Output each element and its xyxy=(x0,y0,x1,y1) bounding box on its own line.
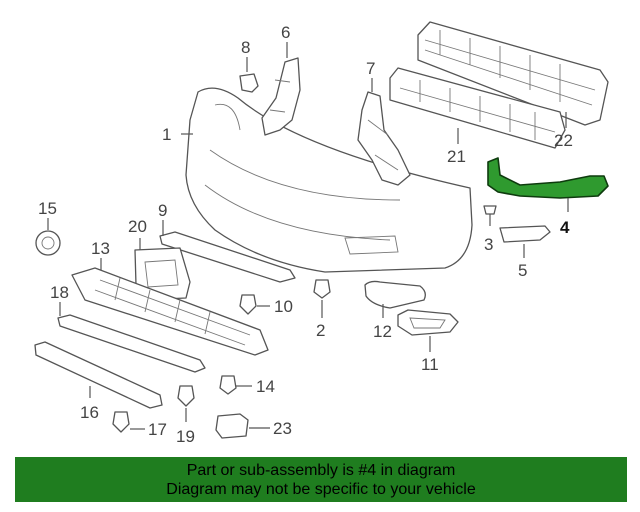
part-3-screw[interactable] xyxy=(483,205,497,226)
part-14-clip[interactable] xyxy=(219,375,237,395)
part-17-clip[interactable] xyxy=(112,411,130,433)
banner-line-part: Part or sub-assembly is #4 in diagram xyxy=(186,461,456,479)
part-8-clip[interactable] xyxy=(239,73,259,93)
part-12-fog-light-garnish[interactable] xyxy=(364,280,426,309)
callout-12: 12 xyxy=(373,322,392,341)
part-13-lower-grille[interactable] xyxy=(71,267,269,356)
part-info-banner: Part or sub-assembly is #4 in diagram Di… xyxy=(15,457,627,502)
callout-2: 2 xyxy=(316,321,325,340)
banner-line-disclaimer: Diagram may not be specific to your vehi… xyxy=(166,480,476,498)
callout-18: 18 xyxy=(50,283,69,302)
callout-1: 1 xyxy=(162,125,171,144)
part-1-bumper-cover[interactable] xyxy=(185,87,473,273)
callout-17: 17 xyxy=(148,420,167,439)
callout-4: 4 xyxy=(560,218,570,237)
part-11-fog-light-bezel[interactable] xyxy=(397,309,459,336)
callout-8: 8 xyxy=(241,38,250,57)
callout-10: 10 xyxy=(274,297,293,316)
part-15-fog-light-cap[interactable] xyxy=(35,230,61,256)
callout-15: 15 xyxy=(38,199,57,218)
leader-lines xyxy=(47,42,569,430)
callout-7: 7 xyxy=(366,59,375,78)
callout-20: 20 xyxy=(128,217,147,236)
part-21-energy-absorber[interactable] xyxy=(389,67,566,149)
callout-numbers: 1 2 3 4 5 6 7 8 9 10 11 12 13 14 15 16 1… xyxy=(38,23,573,446)
part-19-clip[interactable] xyxy=(177,385,195,407)
callout-14: 14 xyxy=(256,377,275,396)
part-7-side-bracket[interactable] xyxy=(357,91,411,186)
callout-6: 6 xyxy=(281,23,290,42)
callout-13: 13 xyxy=(91,239,110,258)
callout-23: 23 xyxy=(273,419,292,438)
callout-16: 16 xyxy=(80,403,99,422)
part-2-clip[interactable] xyxy=(313,279,331,299)
part-18-garnish[interactable] xyxy=(57,314,206,373)
callout-9: 9 xyxy=(158,201,167,220)
callout-21: 21 xyxy=(447,147,466,166)
part-4-bumper-bracket-highlighted[interactable] xyxy=(487,157,609,199)
callout-3: 3 xyxy=(484,235,493,254)
callout-22: 22 xyxy=(554,131,573,150)
exploded-parts-diagram: 1 2 3 4 5 6 7 8 9 10 11 12 13 14 15 16 1… xyxy=(34,21,609,446)
part-6-bracket[interactable] xyxy=(261,57,301,136)
part-5-spacer[interactable] xyxy=(499,225,551,243)
part-22-reinforcement-beam[interactable] xyxy=(417,21,609,126)
part-10-clip[interactable] xyxy=(239,294,257,315)
callout-19: 19 xyxy=(176,427,195,446)
part-23-parking-sensor[interactable] xyxy=(215,413,249,439)
callout-11: 11 xyxy=(421,355,439,374)
part-16-lower-spoiler[interactable] xyxy=(34,341,163,409)
part-9-undercover[interactable] xyxy=(159,231,296,283)
callout-5: 5 xyxy=(518,261,527,280)
